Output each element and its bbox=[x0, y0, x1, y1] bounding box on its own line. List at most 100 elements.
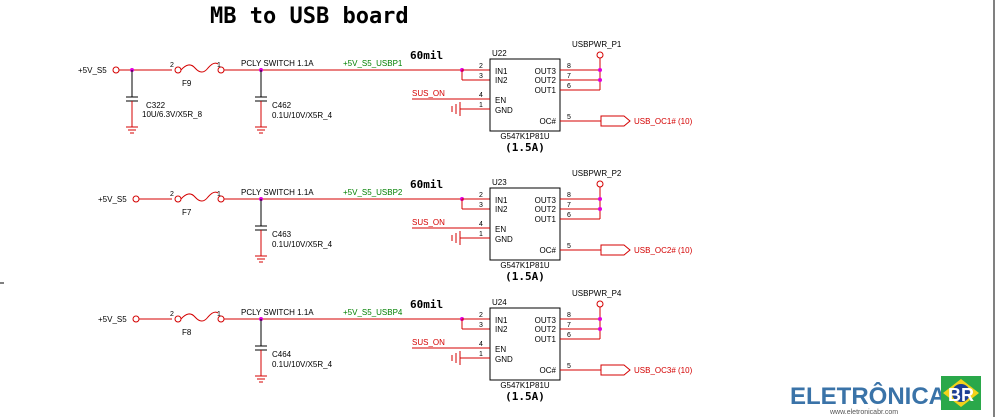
fuse-ref: F9 bbox=[182, 79, 192, 88]
ic-ref: U22 bbox=[492, 49, 507, 58]
output-connector-icon bbox=[596, 300, 604, 308]
capacitor-ref: C464 bbox=[272, 350, 292, 359]
pin-name-oc: OC# bbox=[540, 117, 557, 126]
pin-name-out1: OUT1 bbox=[535, 215, 557, 224]
fuse-pin-out: 1 bbox=[217, 311, 221, 318]
output-port-label: USBPWR_P4 bbox=[572, 289, 622, 298]
oc-net-label: USB_OC3# (10) bbox=[634, 366, 693, 375]
ic-ground-icon bbox=[451, 351, 461, 365]
pin-num-out2: 7 bbox=[567, 202, 571, 209]
ic-part-number: G547K1P81U bbox=[500, 381, 550, 390]
fuse-icon bbox=[180, 62, 219, 73]
fuse-ref: F8 bbox=[182, 328, 192, 337]
offpage-connector-icon bbox=[600, 364, 631, 376]
eletronicabr-watermark: ELETRÔNICA BR www.eletronicabr.com bbox=[790, 376, 981, 416]
switch-label: PCLY SWITCH 1.1A bbox=[241, 59, 314, 68]
ic-ref: U24 bbox=[492, 298, 507, 307]
fuse-ref: F7 bbox=[182, 208, 192, 217]
enable-net-label: SUS_ON bbox=[412, 218, 445, 227]
input-connector-icon bbox=[132, 195, 140, 203]
current-rating: (1.5A) bbox=[505, 390, 545, 403]
pin-name-oc: OC# bbox=[540, 246, 557, 255]
offpage-connector-icon bbox=[600, 115, 631, 127]
switch-label: PCLY SWITCH 1.1A bbox=[241, 188, 314, 197]
output-net-label: +5V_S5_USBP1 bbox=[343, 59, 403, 68]
pin-name-in2: IN2 bbox=[495, 325, 508, 334]
pin-name-in1: IN1 bbox=[495, 67, 508, 76]
trace-width-label: 60mil bbox=[410, 178, 443, 191]
output-net-label: +5V_S5_USBP2 bbox=[343, 188, 403, 197]
capacitor-ref: C463 bbox=[272, 230, 292, 239]
pin-num-gnd: 1 bbox=[479, 351, 483, 358]
watermark-url: www.eletronicabr.com bbox=[829, 409, 898, 416]
pin-num-out2: 7 bbox=[567, 73, 571, 80]
pin-name-en: EN bbox=[495, 225, 506, 234]
decoupling-capacitor bbox=[255, 70, 267, 134]
junction-dot bbox=[598, 207, 602, 211]
decoupling-capacitor-ground-icon bbox=[255, 255, 267, 263]
pin-num-out1: 6 bbox=[567, 212, 571, 219]
pin-num-in1: 2 bbox=[479, 63, 483, 70]
pin-num-out3: 8 bbox=[567, 63, 571, 70]
pin-num-en: 4 bbox=[479, 221, 483, 228]
pin-name-out2: OUT2 bbox=[535, 325, 557, 334]
capacitor-value: 0.1U/10V/X5R_4 bbox=[272, 111, 333, 120]
bulk-capacitor-value: 10U/6.3V/X5R_8 bbox=[142, 110, 203, 119]
pin-num-out1: 6 bbox=[567, 332, 571, 339]
pin-name-en: EN bbox=[495, 345, 506, 354]
bulk-capacitor-ref: C322 bbox=[146, 101, 166, 110]
pin-num-oc: 5 bbox=[567, 363, 571, 370]
watermark-badge: BR bbox=[948, 385, 974, 405]
decoupling-capacitor bbox=[255, 199, 267, 263]
pin-name-out1: OUT1 bbox=[535, 335, 557, 344]
pin-name-gnd: GND bbox=[495, 235, 513, 244]
enable-net-label: SUS_ON bbox=[412, 338, 445, 347]
pin-name-out2: OUT2 bbox=[535, 205, 557, 214]
pin-num-oc: 5 bbox=[567, 114, 571, 121]
oc-net-label: USB_OC2# (10) bbox=[634, 246, 693, 255]
enable-net-label: SUS_ON bbox=[412, 89, 445, 98]
junction-dot bbox=[598, 68, 602, 72]
trace-width-label: 60mil bbox=[410, 49, 443, 62]
power-switch-ic bbox=[489, 58, 561, 132]
ic-part-number: G547K1P81U bbox=[500, 132, 550, 141]
fuse-terminal-in bbox=[174, 195, 182, 203]
pin-name-in2: IN2 bbox=[495, 205, 508, 214]
current-rating: (1.5A) bbox=[505, 270, 545, 283]
pin-num-gnd: 1 bbox=[479, 231, 483, 238]
pin-num-en: 4 bbox=[479, 341, 483, 348]
pin-name-out1: OUT1 bbox=[535, 86, 557, 95]
watermark-brand: ELETRÔNICA bbox=[790, 382, 946, 410]
pin-name-gnd: GND bbox=[495, 106, 513, 115]
pin-name-in1: IN1 bbox=[495, 196, 508, 205]
output-net-label: +5V_S5_USBP4 bbox=[343, 308, 403, 317]
power-switch-ic bbox=[489, 187, 561, 261]
decoupling-capacitor bbox=[255, 319, 267, 383]
pin-num-in1: 2 bbox=[479, 312, 483, 319]
fuse-pin-in: 2 bbox=[170, 62, 174, 69]
output-connector-icon bbox=[596, 180, 604, 188]
capacitor-value: 0.1U/10V/X5R_4 bbox=[272, 360, 333, 369]
current-rating: (1.5A) bbox=[505, 141, 545, 154]
pin-num-gnd: 1 bbox=[479, 102, 483, 109]
fuse-icon bbox=[180, 311, 219, 322]
pin-num-out3: 8 bbox=[567, 312, 571, 319]
decoupling-capacitor-ground-icon bbox=[255, 126, 267, 134]
ic-ground-icon bbox=[451, 231, 461, 245]
fuse-terminal-in bbox=[174, 66, 182, 74]
pin-name-gnd: GND bbox=[495, 355, 513, 364]
brazil-flag-icon bbox=[941, 376, 981, 410]
fuse-pin-out: 1 bbox=[217, 191, 221, 198]
oc-net-label: USB_OC1# (10) bbox=[634, 117, 693, 126]
pin-num-out2: 7 bbox=[567, 322, 571, 329]
pin-name-out3: OUT3 bbox=[535, 316, 557, 325]
output-port-label: USBPWR_P1 bbox=[572, 40, 622, 49]
pin-num-en: 4 bbox=[479, 92, 483, 99]
pin-name-out3: OUT3 bbox=[535, 67, 557, 76]
junction-dot bbox=[598, 197, 602, 201]
pin-num-in1: 2 bbox=[479, 192, 483, 199]
bulk-capacitor-ground-icon bbox=[126, 126, 138, 134]
junction-dot bbox=[598, 78, 602, 82]
pin-name-in2: IN2 bbox=[495, 76, 508, 85]
